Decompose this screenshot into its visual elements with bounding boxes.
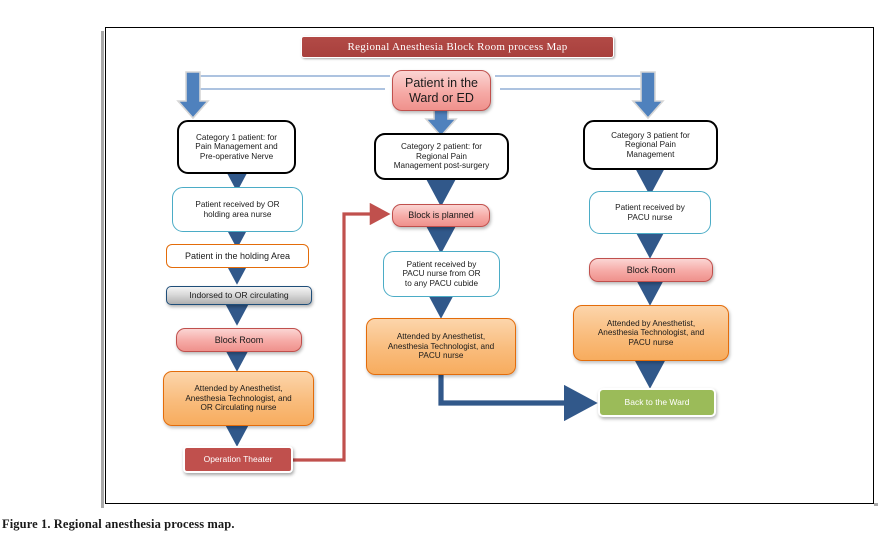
node-attended-or-circulating[interactable]: Attended by Anesthetist,Anesthesia Techn… [163,371,314,426]
node-back-to-the-ward[interactable]: Back to the Ward [598,388,716,417]
node-block-room-right[interactable]: Block Room [589,258,713,282]
frame-shadow-left [101,31,104,508]
node-operation-theater[interactable]: Operation Theater [183,446,293,473]
node-block-is-planned[interactable]: Block is planned [392,204,490,227]
frame-shadow-bottom [874,503,878,506]
node-patient-in-holding-area[interactable]: Patient in the holding Area [166,244,309,268]
diagram-title: Regional Anesthesia Block Room process M… [301,36,614,58]
node-attended-pacu-right[interactable]: Attended by Anesthetist,Anesthesia Techn… [573,305,729,361]
node-attended-pacu-middle[interactable]: Attended by Anesthetist,Anesthesia Techn… [366,318,516,375]
node-indorsed-to-or-circulating[interactable]: Indorsed to OR circulating [166,286,312,305]
node-block-room-left[interactable]: Block Room [176,328,302,352]
figure-caption: Figure 1. Regional anesthesia process ma… [2,517,235,531]
